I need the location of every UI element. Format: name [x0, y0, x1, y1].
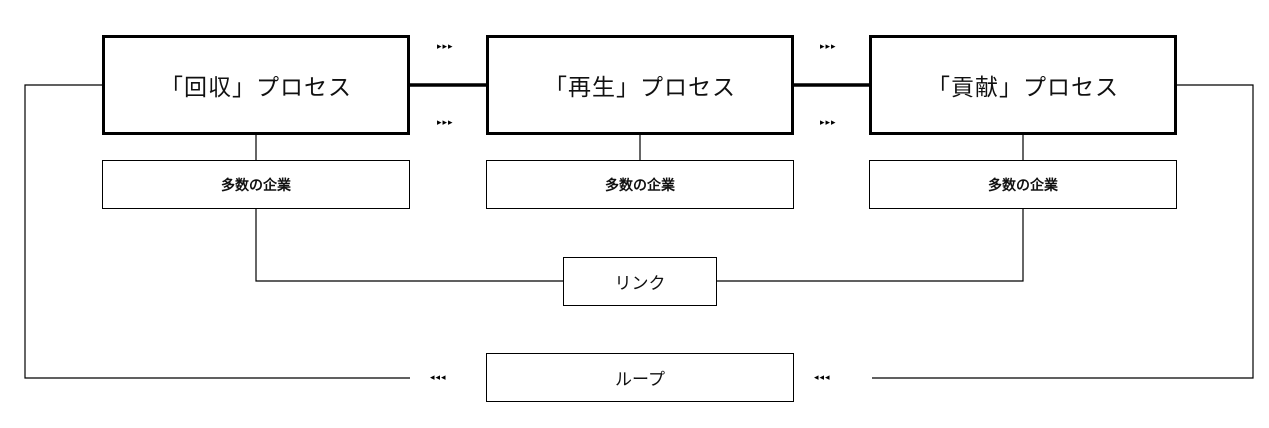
process-box-collect: 「回収」プロセス [102, 35, 410, 135]
loop-line-right [872, 84, 1254, 379]
forward-arrow-bottom-1: ▸▸▸ [437, 118, 454, 128]
process-box-regenerate: 「再生」プロセス [486, 35, 794, 135]
sub-box-collect: 多数の企業 [102, 160, 410, 209]
sub-label-regenerate: 多数の企業 [605, 177, 675, 194]
sub-label-collect: 多数の企業 [221, 177, 291, 194]
loop-line-left [24, 84, 410, 379]
sub-box-regenerate: 多数の企業 [486, 160, 794, 209]
process-box-contribute: 「貢献」プロセス [869, 35, 1177, 135]
process-label-contribute: 「貢献」プロセス [927, 75, 1119, 101]
backward-arrow-left: ◂◂◂ [430, 373, 447, 383]
forward-arrow-top-2: ▸▸▸ [820, 42, 837, 52]
loop-label: ループ [615, 370, 665, 390]
process-label-collect: 「回収」プロセス [160, 75, 352, 101]
backward-arrow-right: ◂◂◂ [814, 373, 831, 383]
loop-box: ループ [486, 353, 794, 402]
forward-arrow-bottom-2: ▸▸▸ [820, 118, 837, 128]
link-label: リンク [614, 274, 666, 294]
sub-box-contribute: 多数の企業 [869, 160, 1177, 209]
sub-label-contribute: 多数の企業 [988, 177, 1058, 194]
forward-arrow-top-1: ▸▸▸ [437, 42, 454, 52]
link-line-right [716, 208, 1024, 282]
process-label-regenerate: 「再生」プロセス [544, 75, 736, 101]
link-box: リンク [563, 257, 717, 306]
link-line-left [255, 208, 563, 282]
